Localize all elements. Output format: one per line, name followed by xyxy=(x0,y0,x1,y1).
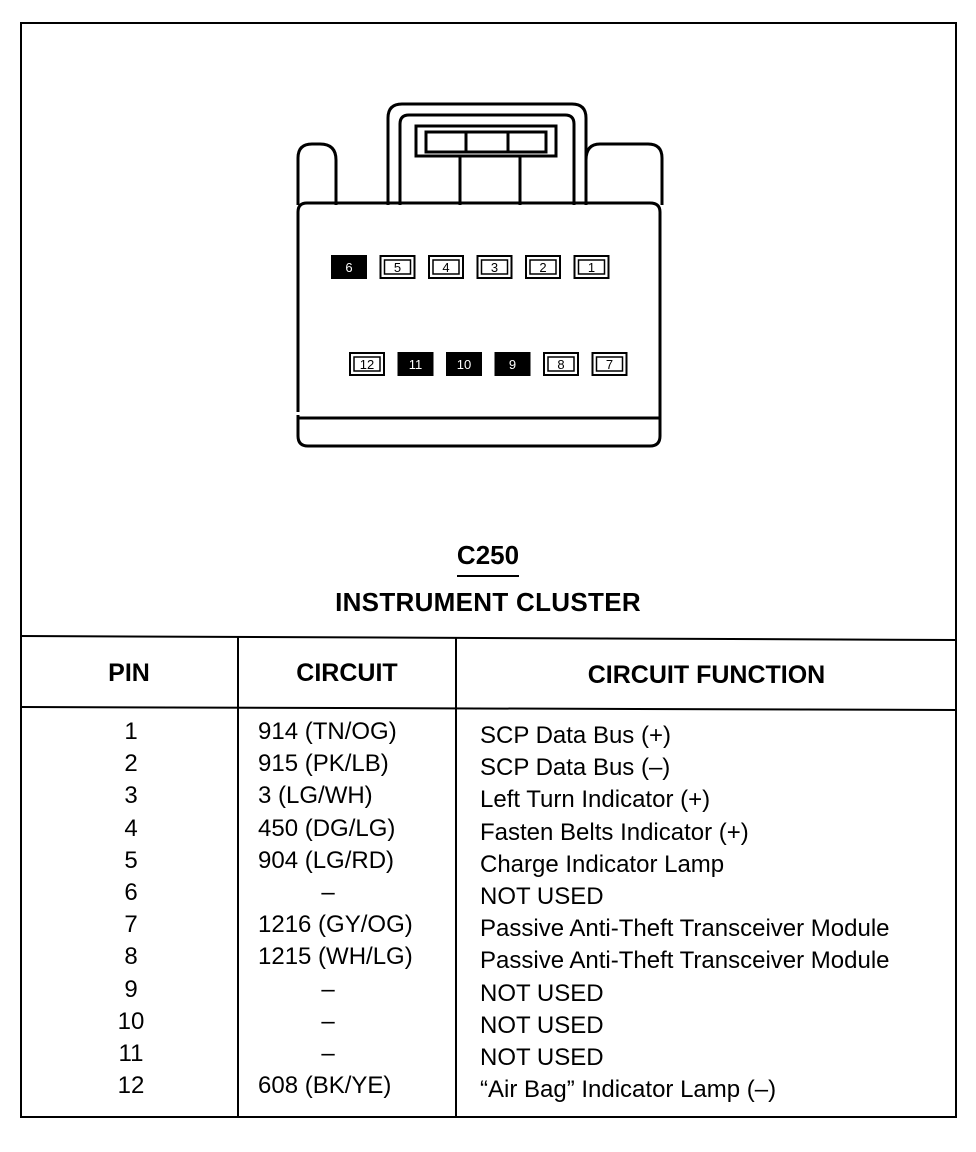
circuit-function-value: “Air Bag” Indicator Lamp (–) xyxy=(480,1076,777,1104)
connector-pin-label: 10 xyxy=(457,357,471,372)
circuit-value: 3 (LG/WH) xyxy=(258,782,373,810)
connector-pin-label: 5 xyxy=(394,260,401,275)
pin-number: 8 xyxy=(124,943,138,971)
connector-pin-label: 12 xyxy=(360,357,374,372)
connector-pin-5: 5 xyxy=(379,255,416,279)
pin-number: 2 xyxy=(124,750,138,778)
pin-number: 9 xyxy=(124,975,138,1003)
connector-drawing: 6 5 4 3 2 1 12 11 10 9 8 7 xyxy=(296,102,664,448)
pin-number: 5 xyxy=(124,846,138,874)
connector-pin-label: 3 xyxy=(491,260,498,275)
connector-pin-3: 3 xyxy=(476,255,513,279)
connector-pin-label: 6 xyxy=(345,260,352,275)
connector-pin-label: 9 xyxy=(509,357,516,372)
circuit-value: – xyxy=(321,1040,335,1067)
diagram-frame xyxy=(20,22,957,1118)
connector-pin-9: 9 xyxy=(494,352,531,376)
connector-pin-4: 4 xyxy=(428,255,464,279)
header-circuit: CIRCUIT xyxy=(296,659,398,687)
circuit-value: 1216 (GY/OG) xyxy=(258,911,413,939)
circuit-function-value: Passive Anti-Theft Transceiver Module xyxy=(480,915,890,943)
pin-number: 3 xyxy=(124,782,138,810)
connector-pin-label: 11 xyxy=(409,357,423,372)
connector-body xyxy=(296,201,662,448)
connector-pin-label: 7 xyxy=(606,357,613,372)
pin-number: 10 xyxy=(117,1007,145,1035)
pin-number: 7 xyxy=(124,911,138,939)
connector-pin-10: 10 xyxy=(446,352,482,376)
connector-pin-6: 6 xyxy=(331,255,367,279)
circuit-value: 904 (LG/RD) xyxy=(258,846,395,874)
circuit-value: 914 (TN/OG) xyxy=(258,718,397,745)
connector-pin-8: 8 xyxy=(543,352,579,376)
pin-number: 4 xyxy=(124,814,138,842)
circuit-function-value: NOT USED xyxy=(480,1044,604,1071)
connector-title-block: C250 INSTRUMENT CLUSTER xyxy=(0,540,976,618)
circuit-function-value: NOT USED xyxy=(480,979,604,1007)
circuit-function-value: Left Turn Indicator (+) xyxy=(480,786,711,814)
circuit-value: 608 (BK/YE) xyxy=(258,1072,392,1100)
circuit-value: 450 (DG/LG) xyxy=(258,814,396,842)
circuit-value: – xyxy=(321,879,335,906)
circuit-function-value: NOT USED xyxy=(480,1011,604,1039)
circuit-function-value: Charge Indicator Lamp xyxy=(480,850,725,878)
connector-pin-11: 11 xyxy=(397,352,434,376)
connector-pin-12: 12 xyxy=(349,352,385,376)
connector-pin-label: 8 xyxy=(557,357,564,372)
connector-pin-7: 7 xyxy=(591,352,628,376)
circuit-value: – xyxy=(321,975,335,1003)
connector-pin-label: 1 xyxy=(588,260,595,275)
connector-pin-2: 2 xyxy=(525,255,561,279)
connector-shoulders xyxy=(296,142,664,205)
header-pin: PIN xyxy=(108,659,150,687)
connector-pin-label: 4 xyxy=(442,260,449,275)
pin-number: 11 xyxy=(118,1040,144,1067)
connector-id: C250 xyxy=(456,540,520,577)
pin-number: 1 xyxy=(124,718,138,745)
connector-pin-1: 1 xyxy=(573,255,610,279)
circuit-value: 1215 (WH/LG) xyxy=(258,943,413,971)
connector-name: INSTRUMENT CLUSTER xyxy=(335,587,641,617)
circuit-function-value: Passive Anti-Theft Transceiver Module xyxy=(480,947,890,975)
circuit-function-value: SCP Data Bus (+) xyxy=(480,722,671,749)
pin-number: 12 xyxy=(117,1072,145,1100)
connector-latch xyxy=(386,102,588,205)
circuit-function-value: NOT USED xyxy=(480,883,604,910)
circuit-value: 915 (PK/LB) xyxy=(258,750,389,778)
circuit-function-value: SCP Data Bus (–) xyxy=(480,754,671,782)
connector-pin-label: 2 xyxy=(539,260,546,275)
circuit-function-value: Fasten Belts Indicator (+) xyxy=(480,818,749,846)
header-circuit-function: CIRCUIT FUNCTION xyxy=(587,661,826,689)
pin-number: 6 xyxy=(124,879,138,906)
circuit-value: – xyxy=(321,1007,335,1035)
